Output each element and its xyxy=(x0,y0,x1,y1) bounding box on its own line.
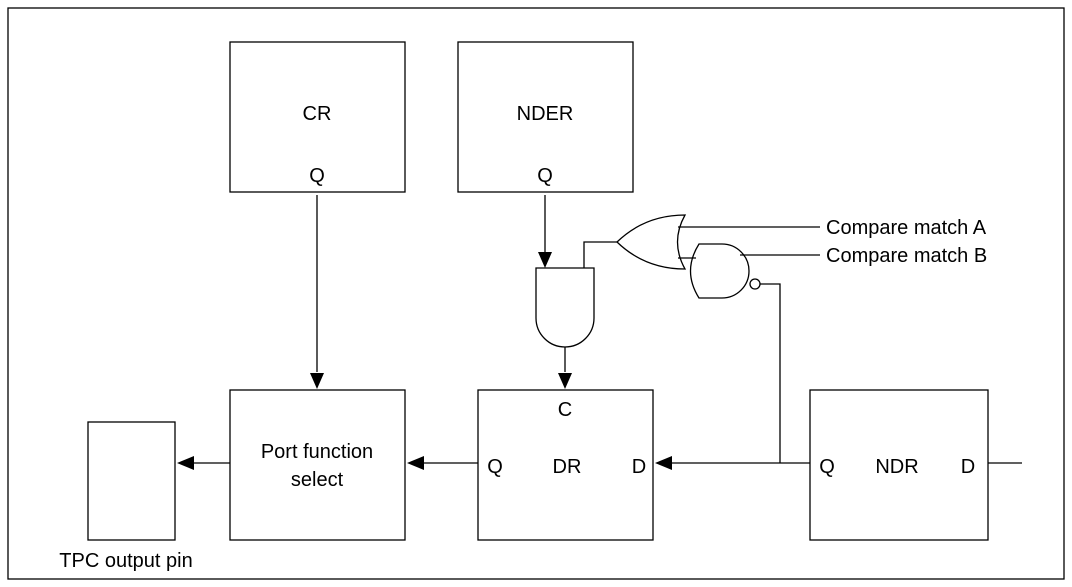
nand-gate xyxy=(689,243,750,299)
and-to-dr-clock-arrowhead xyxy=(558,373,572,389)
port-select-to-pin-arrowhead xyxy=(177,456,194,470)
ndr-label: NDR xyxy=(875,456,918,478)
cr-to-port-select-arrowhead xyxy=(310,373,324,389)
dr-to-port-select-arrowhead xyxy=(407,456,424,470)
dr-label: DR xyxy=(553,456,582,478)
ndr-block: Q NDR D xyxy=(809,389,989,541)
ndr-to-dr-arrowhead xyxy=(655,456,672,470)
compare-match-b-label: Compare match B xyxy=(826,245,987,267)
ndr-d-label: D xyxy=(961,456,975,478)
nder-label: NDER xyxy=(517,103,574,125)
dr-q-label: Q xyxy=(487,456,503,478)
ndr-box xyxy=(809,389,989,541)
ndr-feedback-wire xyxy=(760,283,781,463)
port-function-select-block: Port function select xyxy=(229,389,406,541)
tpc-output-pin: TPC output pin xyxy=(59,421,193,572)
port-function-select-label-line2: select xyxy=(291,469,344,491)
nand-inverter-bubble xyxy=(749,278,761,290)
port-function-select-label-line1: Port function xyxy=(261,441,373,463)
dr-c-label: C xyxy=(558,399,572,421)
port-function-select-box xyxy=(229,389,406,541)
nder-box xyxy=(457,41,634,193)
nder-q-label: Q xyxy=(537,165,553,187)
tpc-output-pin-label: TPC output pin xyxy=(59,550,192,572)
dr-box xyxy=(477,389,654,541)
or-gate xyxy=(616,214,687,270)
or-to-and-wire xyxy=(583,241,617,268)
cr-q-label: Q xyxy=(309,165,325,187)
nder-to-and-arrowhead xyxy=(538,252,552,268)
tpc-output-pin-box xyxy=(87,421,176,541)
dr-block: C Q DR D xyxy=(477,389,654,541)
cr-label: CR xyxy=(303,103,332,125)
ndr-q-label: Q xyxy=(819,456,835,478)
and-gate xyxy=(535,267,595,348)
nder-block: NDER Q xyxy=(457,41,634,193)
cr-box xyxy=(229,41,406,193)
cr-block: CR Q xyxy=(229,41,406,193)
compare-match-a-label: Compare match A xyxy=(826,217,987,239)
dr-d-label: D xyxy=(632,456,646,478)
